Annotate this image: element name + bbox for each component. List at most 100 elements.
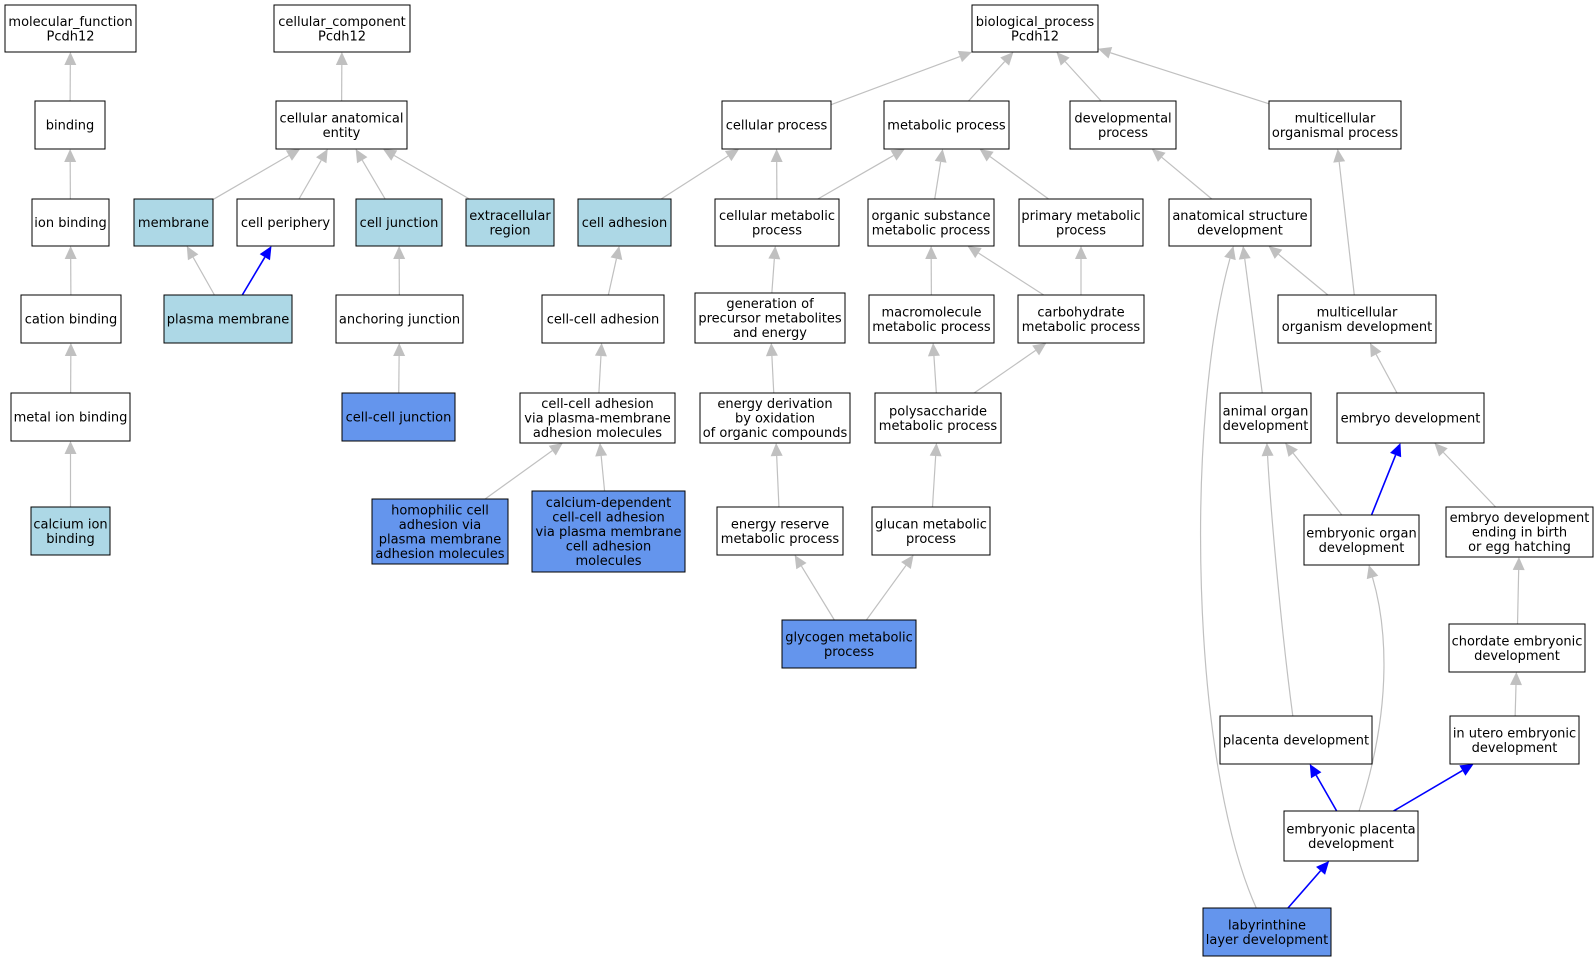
- arrowhead: [724, 149, 740, 162]
- arrowhead: [1309, 764, 1322, 779]
- arrowhead: [285, 149, 301, 161]
- node-label-line: cell-cell adhesion: [547, 313, 660, 328]
- edge-cell-cell-adhesion-pm-to-cell-cell-adhesion: [598, 355, 602, 394]
- edge-plasma-membrane-to-cell-periphery: [241, 256, 266, 296]
- node-cell-cell-junction[interactable]: cell-cell junction: [341, 392, 456, 442]
- node-label-line: animal organ: [1223, 404, 1309, 419]
- node-label-line: glycogen metabolic: [785, 630, 913, 645]
- node-box: [1202, 907, 1332, 957]
- edge-extracellular-region-to-cellular-anatomical-entity: [393, 154, 470, 200]
- arrowhead: [770, 149, 783, 163]
- arrowhead: [316, 149, 328, 164]
- node-membrane[interactable]: membrane: [133, 198, 214, 247]
- node-box: [883, 100, 1010, 150]
- node-label-line: process: [1056, 223, 1106, 238]
- node-label-line: process: [824, 645, 874, 660]
- node-ion-binding[interactable]: ion binding: [31, 198, 110, 247]
- arrowhead: [934, 149, 947, 163]
- arrowhead: [1056, 52, 1070, 66]
- node-label-line: placenta development: [1223, 734, 1369, 749]
- arrowhead: [1238, 246, 1251, 260]
- node-cell-adhesion[interactable]: cell adhesion: [577, 198, 672, 247]
- arrowhead: [64, 149, 77, 163]
- node-box: [874, 392, 1002, 444]
- node-metabolic-process[interactable]: metabolic process: [883, 100, 1010, 150]
- node-placenta-development[interactable]: placenta development: [1219, 715, 1373, 765]
- node-box: [20, 294, 122, 344]
- node-label-line: anchoring junction: [339, 313, 460, 328]
- node-label-line: generation of: [726, 297, 814, 312]
- arrowhead: [1151, 149, 1166, 162]
- edge-cellular-metabolic-process-to-metabolic-process: [817, 154, 894, 200]
- node-cell-cell-adhesion[interactable]: cell-cell adhesion: [541, 294, 665, 344]
- edge-embryonic-placenta-development-to-placenta-development: [1315, 774, 1338, 812]
- node-box: [34, 100, 106, 150]
- edge-cell-cell-adhesion-to-cell-adhesion: [607, 258, 618, 296]
- node-box: [699, 392, 851, 444]
- edge-energy-reserve-metabolic-process-to-energy-derivation: [776, 455, 780, 508]
- node-box: [1277, 294, 1437, 344]
- node-cell-junction[interactable]: cell junction: [355, 198, 443, 247]
- edge-animal-organ-development-to-anatomical-structure-development: [1244, 258, 1263, 394]
- node-label-line: development: [1308, 837, 1394, 852]
- node-label-line: organic substance: [872, 209, 991, 224]
- arrowhead: [770, 443, 783, 457]
- edge-embryo-development-birth-to-embryo-development: [1442, 451, 1497, 508]
- node-cellular-process[interactable]: cellular process: [721, 100, 832, 150]
- edge-membrane-to-cellular-anatomical-entity: [212, 155, 290, 201]
- node-binding[interactable]: binding: [34, 100, 106, 150]
- node-label-line: plasma membrane: [379, 532, 502, 547]
- node-label-line: development: [1319, 541, 1405, 556]
- edge-labyrinthine-layer-development-to-anatomical-structure-development: [1199, 258, 1257, 909]
- node-label-line: via plasma membrane: [536, 525, 682, 540]
- node-anchoring-junction[interactable]: anchoring junction: [335, 294, 464, 344]
- edge-cell-adhesion-to-cellular-process: [660, 155, 729, 200]
- node-label-line: metabolic process: [879, 419, 998, 434]
- arrowhead: [925, 246, 938, 260]
- node-plasma-membrane[interactable]: plasma membrane: [163, 294, 293, 344]
- node-cation-binding[interactable]: cation binding: [20, 294, 122, 344]
- node-box: [1283, 810, 1419, 862]
- edge-polysaccharide-metabolic-process-to-macromolecule-metabolic-process: [933, 355, 937, 394]
- node-metal-ion-binding[interactable]: metal ion binding: [10, 392, 131, 442]
- node-label-line: entity: [323, 126, 361, 141]
- node-embryo-development[interactable]: embryo development: [1336, 392, 1485, 444]
- node-label-line: energy derivation: [717, 397, 832, 412]
- node-cell-periphery[interactable]: cell periphery: [236, 198, 335, 247]
- node-box: [1168, 198, 1312, 247]
- arrowhead: [64, 246, 77, 260]
- edge-generation-of-precursor-metabolites-to-cellular-metabolic-process: [771, 258, 775, 294]
- arrowhead: [186, 246, 199, 261]
